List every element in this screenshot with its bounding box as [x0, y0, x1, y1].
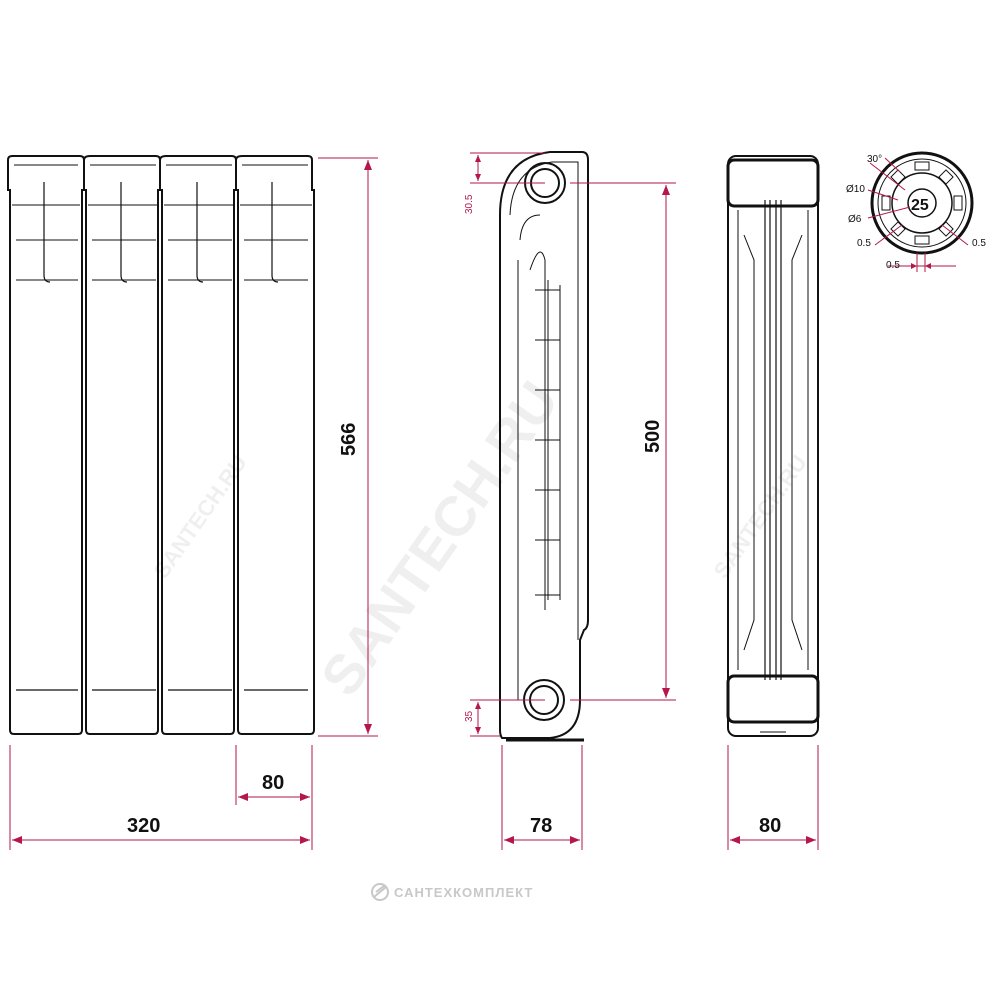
- side-dimension-lines: [470, 152, 676, 850]
- watermark-small-right: SANTECH.RU: [709, 450, 812, 582]
- front-height-label: 566: [338, 423, 360, 456]
- end-width-label: 80: [759, 815, 781, 837]
- watermark-small-left: SANTECH.RU: [149, 450, 252, 582]
- thread-tolerance-bottom-label: 0.5: [886, 260, 900, 271]
- logo-text: САНТЕХКОМПЛЕКТ: [394, 885, 533, 900]
- logo: [371, 883, 389, 901]
- end-dimension-lines: [727, 745, 819, 850]
- section-3: [159, 155, 237, 735]
- thread-inner-diameter-label: Ø6: [848, 214, 862, 225]
- thread-detail: [867, 151, 974, 272]
- side-view: [499, 151, 589, 742]
- side-bottom-offset-label: 35: [464, 710, 475, 722]
- front-total-width-label: 320: [127, 815, 160, 837]
- front-view: [7, 155, 315, 735]
- side-depth-label: 78: [530, 815, 552, 837]
- thread-angle-label: 30°: [867, 154, 882, 165]
- thread-tolerance-left-label: 0.5: [857, 238, 871, 249]
- section-1: [7, 155, 85, 735]
- thread-size-label: 25: [911, 197, 929, 214]
- front-section-width-label: 80: [262, 772, 284, 794]
- side-center-distance-label: 500: [642, 420, 664, 453]
- side-top-offset-label: 30.5: [464, 194, 475, 214]
- section-4: [235, 155, 315, 735]
- front-dimension-lines: [9, 157, 378, 850]
- end-view: [726, 155, 820, 737]
- section-2: [83, 155, 161, 735]
- watermark-main: SANTECH.RU: [308, 370, 570, 707]
- thread-tolerance-right-label: 0.5: [972, 238, 986, 249]
- thread-outer-diameter-label: Ø10: [846, 184, 865, 195]
